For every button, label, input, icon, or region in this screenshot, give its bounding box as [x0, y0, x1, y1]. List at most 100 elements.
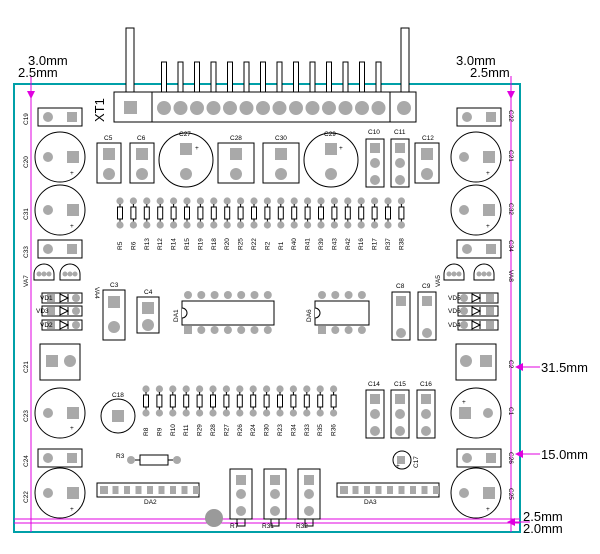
resistor-label: R18: [211, 238, 218, 250]
cap-c12: C12: [414, 135, 440, 184]
svg-text:+: +: [195, 145, 199, 152]
xt1-pad: [371, 101, 386, 115]
resistor-label: R9: [156, 427, 163, 436]
cap-c34-right: C34: [456, 239, 514, 259]
cap-label: C22: [23, 491, 30, 503]
resistor-r38: R38: [397, 197, 405, 250]
cap-label: C1: [507, 407, 514, 416]
xt1-pad: [305, 101, 320, 115]
xt1-pad: [272, 101, 287, 115]
resistor-label: R37: [385, 238, 392, 250]
board-outline: [13, 83, 521, 533]
chip-da3: DA3: [336, 482, 440, 506]
xt1-label: XT1: [92, 98, 107, 122]
resistor-label: R3: [116, 453, 125, 460]
resistor-label: R28: [210, 424, 217, 436]
resistor-label: R33: [304, 424, 311, 436]
resistor-r13: R13: [143, 197, 151, 250]
svg-text:+: +: [70, 506, 74, 513]
resistor-label: R16: [358, 238, 365, 250]
resistor-r34: R34: [289, 385, 297, 436]
xt1-pin: [243, 61, 250, 93]
resistor-label: R40: [291, 238, 298, 250]
cap-c18: C18: [100, 392, 136, 434]
resistor-label: R27: [223, 424, 230, 436]
cap-c6: C6: [129, 135, 155, 184]
cap-label: C34: [507, 240, 514, 252]
xt1-pin: [276, 61, 283, 93]
chip-label: DA6: [306, 309, 313, 322]
xt1-pad: [338, 101, 353, 115]
resistor-label: R30: [264, 424, 271, 436]
cap-c8: C8: [391, 283, 411, 341]
dim-top-right-inner: 2.5mm: [470, 65, 510, 80]
reg-va8: VA8: [473, 263, 514, 282]
cap-c3: C3: [102, 282, 126, 341]
cap-label: C10: [368, 129, 380, 136]
cap-label: C32: [507, 203, 514, 215]
resistor-r10: R10: [169, 385, 177, 436]
resistor-label: R10: [170, 424, 177, 436]
cap-c9: C9: [417, 283, 437, 341]
resistor-r18: R18: [210, 197, 218, 250]
cap-label: C25: [507, 488, 514, 500]
resistor-r16: R16: [357, 197, 365, 250]
trimmer-r7: R7: [229, 468, 253, 530]
resistor-r17: R17: [371, 197, 379, 250]
resistor-label: R32: [296, 523, 308, 530]
resistor-label: R8: [143, 427, 150, 436]
xt1-pad: [256, 101, 270, 115]
cap-label: C15: [394, 381, 406, 388]
cap-label: C14: [368, 381, 380, 388]
resistor-label: R13: [144, 238, 151, 250]
chip-label: DA2: [144, 499, 157, 506]
cap-c22-right: C22: [456, 107, 514, 127]
reg-label: VA7: [23, 275, 30, 287]
cap-c28: C28: [217, 135, 255, 184]
resistor-label: R39: [318, 238, 325, 250]
cap-c5: C5: [96, 135, 122, 184]
svg-text:+: +: [486, 223, 490, 230]
reg-va4: VA4: [59, 263, 100, 299]
cap-c10: C10: [365, 129, 385, 188]
cap-label: C18: [112, 392, 124, 399]
cap-label: C5: [104, 135, 113, 142]
resistor-label: R1: [278, 241, 285, 250]
diode-label: VD6: [448, 308, 461, 315]
svg-text:+: +: [70, 223, 74, 230]
xt1-pin: [359, 61, 365, 93]
cap-label: C8: [396, 283, 405, 290]
cap-label: C4: [144, 289, 153, 296]
xt1-pad: [206, 101, 221, 115]
resistor-label: R31: [262, 523, 274, 530]
cap-label: C20: [23, 156, 30, 168]
resistor-label: R20: [224, 238, 231, 250]
chip-label: DA3: [364, 499, 377, 506]
diode-label: VD1: [40, 295, 53, 302]
resistor-label: R29: [197, 424, 204, 436]
dim-right-lower: 15.0mm: [541, 447, 588, 462]
reg-va7: VA7: [23, 263, 55, 287]
svg-text:+: +: [462, 399, 466, 406]
resistor-label: R14: [171, 238, 178, 250]
cap-c31: + C31: [23, 184, 86, 236]
svg-text:+: +: [70, 425, 74, 432]
resistor-r20: R20: [223, 197, 231, 250]
dim-bottom-right-inner: 2.0mm: [523, 521, 563, 536]
cap-c21-left: C21: [23, 343, 81, 381]
resistor-r23: R23: [276, 385, 284, 436]
resistor-label: R2: [264, 241, 271, 250]
cap-c20: + C20: [23, 131, 86, 183]
cap-c21-right: + C21: [450, 131, 514, 183]
resistor-r3: R3: [116, 453, 181, 466]
mounting-hole: [205, 509, 223, 527]
xt1-pad: [190, 101, 204, 115]
xt1-pad: [322, 101, 336, 115]
resistor-r36: R36: [330, 385, 338, 436]
cap-label: C28: [230, 135, 242, 142]
xt1-pin: [177, 61, 184, 93]
chip-label: DA1: [173, 309, 180, 322]
cap-c4: C4: [136, 289, 160, 334]
resistor-label: R38: [398, 238, 405, 250]
